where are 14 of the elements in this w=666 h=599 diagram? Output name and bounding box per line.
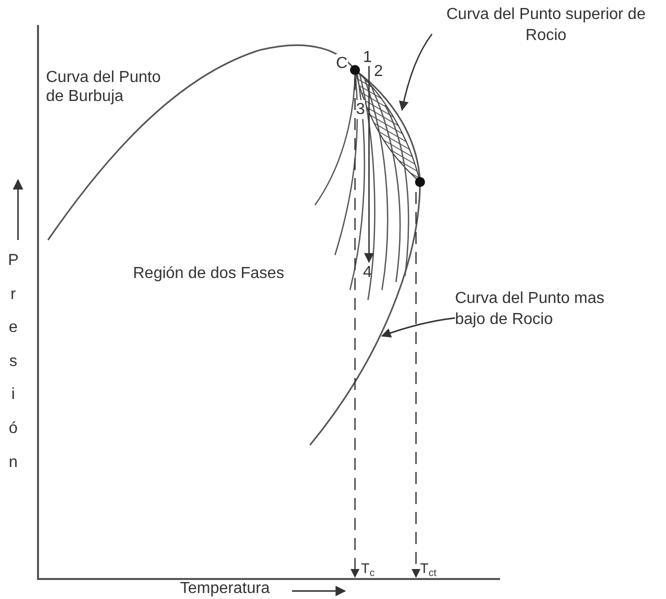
leader-line bbox=[399, 34, 433, 111]
axis-title: Presión bbox=[8, 251, 18, 473]
label: 4 bbox=[363, 263, 372, 282]
label: T$_{c}$ bbox=[361, 560, 375, 580]
leader-line bbox=[381, 317, 456, 338]
label: 1 bbox=[363, 48, 372, 68]
label: 3 bbox=[356, 100, 365, 120]
axis-title: Temperatura bbox=[180, 581, 270, 598]
callout-text: Curva del Punto mas bajo de Rocio bbox=[455, 288, 635, 330]
label: T$_{ct}$ bbox=[420, 560, 436, 580]
callout-text: Curva del Punto superior de Rocio bbox=[430, 4, 662, 46]
label: Curva del Punto de Burbuja bbox=[46, 68, 162, 106]
label: 2 bbox=[374, 62, 383, 82]
label: Región de dos Fases bbox=[133, 264, 284, 284]
